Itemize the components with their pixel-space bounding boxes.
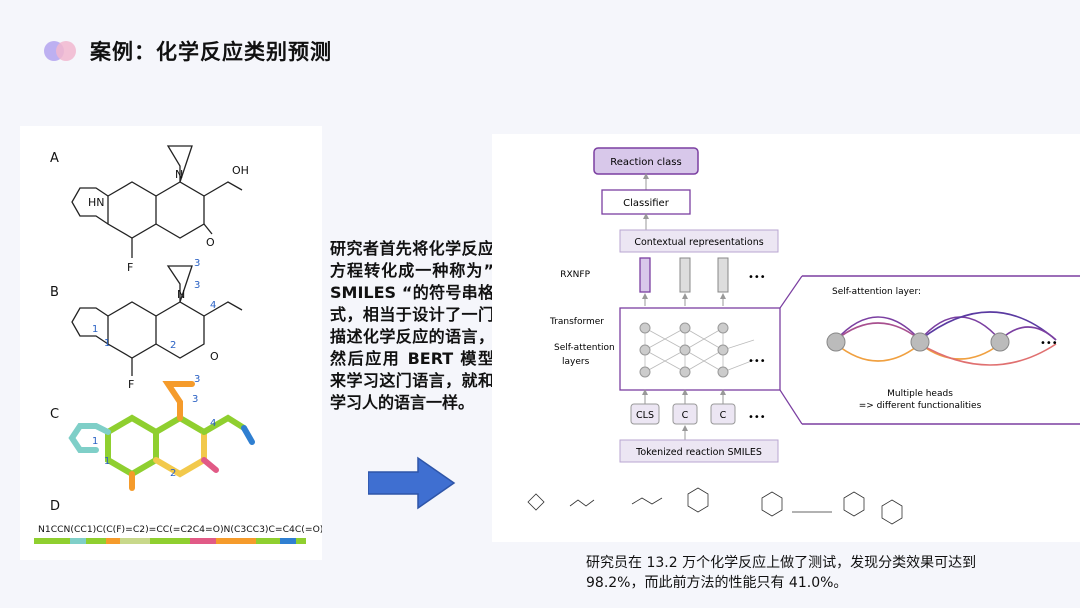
model-diagram: Reaction class Classifier Contextual rep… <box>527 147 1080 525</box>
molecule-c <box>68 381 255 491</box>
smiles-string: N1CCN(CC1)C(C(F)=C2)=CC(=C2C4=O)N(C3CC3)… <box>38 524 322 535</box>
model-diagram-panel: Reaction class Classifier Contextual rep… <box>492 134 1080 542</box>
svg-text:2: 2 <box>170 340 176 351</box>
multiple-heads-label: Multiple heads <box>887 389 953 399</box>
atom-oh-a: OH <box>232 164 249 177</box>
self-attention-label-1: Self-attention <box>554 343 615 353</box>
token-cls: CLS <box>636 410 654 421</box>
right-arrow-icon <box>368 456 456 510</box>
svg-text:4: 4 <box>210 300 216 311</box>
title-bullet-icon <box>44 39 80 63</box>
svg-text:N: N <box>177 288 185 301</box>
result-caption: 研究员在 13.2 万个化学反应上做了测试，发现分类效果可达到 98.2%，而此… <box>586 555 977 591</box>
atom-o-a: O <box>206 236 215 249</box>
svg-text:3: 3 <box>194 374 200 385</box>
page-title: 案例：化学反应类别预测 <box>90 40 332 64</box>
molecule-a <box>71 145 243 258</box>
token-c-2: C <box>720 410 727 421</box>
description-text: 研究者首先将化学反应方程转化成一种称为” SMILES “的符号串格式，相当于设… <box>330 239 494 412</box>
label-c: C <box>50 407 59 422</box>
label-d: D <box>50 499 60 514</box>
transformer-label: Transformer <box>549 317 604 327</box>
token-c-1: C <box>682 410 689 421</box>
reaction-sketch <box>527 487 903 525</box>
title-row: 案例：化学反应类别预测 <box>44 36 332 66</box>
svg-text:1: 1 <box>92 324 98 335</box>
svg-text:F: F <box>128 378 134 391</box>
ellipsis-tokens: ••• <box>748 412 766 423</box>
ellipsis-mid: ••• <box>748 356 766 367</box>
svg-text:2: 2 <box>170 468 176 479</box>
molecule-panel: A B C D N HN F O OH <box>20 126 331 560</box>
svg-text:3: 3 <box>194 280 200 291</box>
svg-text:1: 1 <box>92 436 98 447</box>
svg-text:3: 3 <box>192 394 198 405</box>
molecule-b <box>71 265 243 376</box>
molecule-figure: A B C D N HN F O OH <box>34 145 331 544</box>
tokenized-box: Tokenized reaction SMILES <box>635 447 762 458</box>
svg-text:O: O <box>210 350 219 363</box>
label-b: B <box>50 285 59 300</box>
atom-n-a: N <box>175 168 183 181</box>
classifier-box: Classifier <box>623 198 670 209</box>
svg-text:3: 3 <box>194 258 200 269</box>
svg-text:1: 1 <box>104 456 110 467</box>
svg-text:4: 4 <box>210 418 216 429</box>
ellipsis-attn: ••• <box>1040 338 1058 349</box>
reaction-class-box: Reaction class <box>610 157 681 168</box>
atom-hn-a: HN <box>88 196 105 209</box>
svg-text:1: 1 <box>104 338 110 349</box>
ellipsis-top: ••• <box>748 272 766 283</box>
rxnfp-label: RXNFP <box>560 270 590 280</box>
contextual-box: Contextual representations <box>634 237 763 248</box>
functionalities-label: => different functionalities <box>859 401 982 411</box>
atom-f-a: F <box>127 261 133 274</box>
self-attention-layer-title: Self-attention layer: <box>832 287 921 297</box>
smiles-color-bar <box>34 538 306 544</box>
self-attention-label-2: layers <box>562 357 590 367</box>
label-a: A <box>50 151 59 166</box>
